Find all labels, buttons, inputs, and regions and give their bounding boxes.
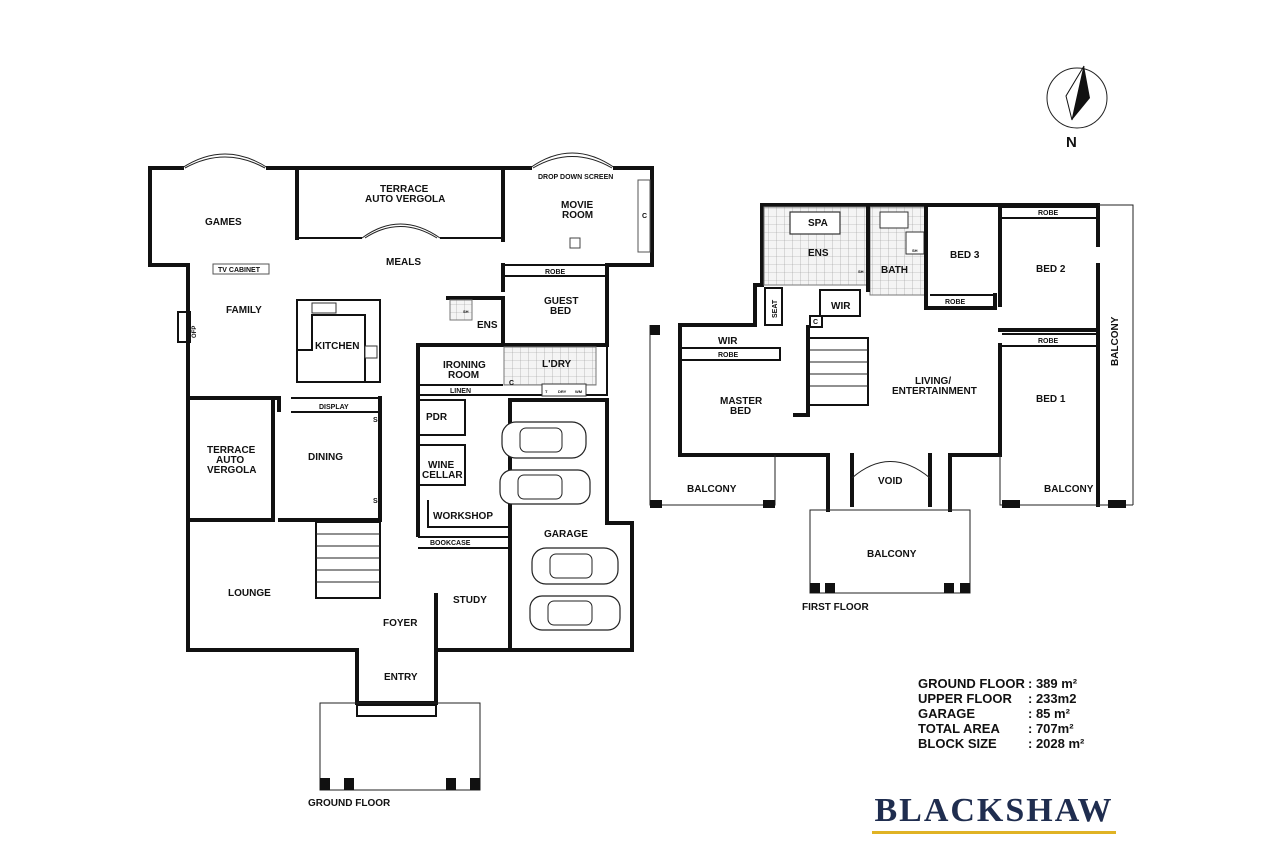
room-label-balcony-front: BALCONY [867, 549, 917, 560]
first-floor-title: FIRST FLOOR [802, 602, 869, 613]
room-label-bed-2: BED 2 [1036, 264, 1066, 275]
room-label-garage: GARAGE [544, 529, 588, 540]
label-cupboard-laundry: C [509, 380, 514, 387]
label-tub: T [545, 389, 548, 394]
room-label-powder: PDR [426, 412, 448, 423]
brand-underline [872, 831, 1116, 834]
label-robe-master: ROBE [718, 352, 739, 359]
label-linen: LINEN [450, 388, 471, 395]
label-cupboard-movie: C [642, 213, 647, 220]
area-row: BLOCK SIZE : 2028 m² [918, 736, 1084, 751]
room-label-wir-small: WIR [831, 301, 851, 312]
room-label-meals: MEALS [386, 257, 421, 268]
label-robe-bed-1: ROBE [1038, 338, 1059, 345]
room-label-lounge: LOUNGE [228, 588, 271, 599]
room-label-wir-master: WIR [718, 336, 738, 347]
room-label-workshop: WORKSHOP [433, 511, 493, 522]
room-label-laundry: L'DRY [542, 359, 572, 370]
label-seat: SEAT [772, 299, 779, 318]
room-label-ironing-room: ROOM [448, 370, 479, 381]
area-label: UPPER FLOOR [918, 691, 1012, 706]
car-icon [531, 547, 619, 585]
room-label-balcony-side: BALCONY [1110, 316, 1121, 366]
label-dryer: DRY [558, 389, 567, 394]
area-value: : 707m² [1028, 721, 1074, 736]
car-icon [501, 421, 587, 459]
area-row: UPPER FLOOR : 233m2 [918, 691, 1084, 706]
area-schedule: GROUND FLOOR: 389 m² UPPER FLOOR : 233m2… [918, 676, 1084, 751]
room-label-ensuite-master: ENS [808, 248, 829, 259]
label-washing-machine: WM [575, 389, 583, 394]
label-storage-1: S [373, 417, 378, 424]
first-floor-labels: SPA ENS SH BATH SH BED 3 ROBE ROBE BED 2… [687, 210, 1121, 613]
room-label-games: GAMES [205, 217, 242, 228]
label-shower-guest: SH [463, 309, 469, 314]
label-robe-bed-2: ROBE [1038, 210, 1059, 217]
area-row: GARAGE : 85 m² [918, 706, 1084, 721]
area-value: : 2028 m² [1028, 736, 1085, 751]
label-bookcase: BOOKCASE [430, 540, 471, 547]
room-label-guest-bed: BED [550, 306, 571, 317]
room-label-guest: GUEST [544, 296, 578, 307]
room-label-void: VOID [878, 476, 902, 487]
room-label-dining: DINING [308, 452, 343, 463]
room-label-terrace-left: TERRACE [207, 445, 256, 456]
area-label: BLOCK SIZE [918, 736, 997, 751]
room-label-balcony-master: BALCONY [687, 484, 737, 495]
area-label: TOTAL AREA [918, 721, 1000, 736]
ground-floor-labels: GAMES TERRACE AUTO VERGOLA DROP DOWN SCR… [192, 174, 647, 809]
room-label-master: MASTER [720, 396, 763, 407]
room-label-kitchen: KITCHEN [315, 341, 359, 352]
room-label-bed-3: BED 3 [950, 250, 980, 261]
room-label-ensuite-guest: ENS [477, 320, 498, 331]
label-spa: SPA [808, 218, 828, 229]
label-shower-bath: SH [912, 248, 918, 253]
room-label-study: STUDY [453, 595, 487, 606]
label-robe-bed-3: ROBE [945, 299, 966, 306]
room-label-balcony-bed-1: BALCONY [1044, 484, 1094, 495]
compass-north-label: N [1066, 134, 1077, 151]
room-label-auto-vergola: AUTO VERGOLA [365, 194, 445, 205]
label-cupboard-first: C [813, 319, 818, 326]
room-label-living: LIVING/ [915, 376, 951, 387]
area-value: : 389 m² [1028, 676, 1078, 691]
first-floor-plan [649, 203, 1134, 594]
room-label-movie: MOVIE [561, 200, 594, 211]
area-label: GARAGE [918, 706, 976, 721]
room-label-bed-1: BED 1 [1036, 394, 1066, 405]
label-ofp: OFP [192, 326, 198, 338]
room-label-foyer: FOYER [383, 618, 418, 629]
label-display: DISPLAY [319, 404, 349, 411]
area-label: GROUND FLOOR [918, 676, 1025, 691]
north-compass-icon: N [1046, 65, 1108, 151]
car-icon [499, 469, 591, 505]
room-label-entertainment: ENTERTAINMENT [892, 386, 977, 397]
room-label-family: FAMILY [226, 305, 262, 316]
room-label-ironing: IRONING [443, 360, 486, 371]
area-value: : 85 m² [1028, 706, 1070, 721]
room-label-movie-room: ROOM [562, 210, 593, 221]
room-label-master-bed: BED [730, 406, 751, 417]
area-value: : 233m2 [1028, 691, 1077, 706]
ground-floor-title: GROUND FLOOR [308, 798, 391, 809]
label-drop-down-screen: DROP DOWN SCREEN [538, 174, 613, 181]
room-label-terrace-left-vergola: VERGOLA [207, 465, 256, 476]
ground-floor-plan [148, 152, 654, 791]
room-label-terrace-left-auto: AUTO [216, 455, 244, 466]
room-label-wine-cellar: CELLAR [422, 470, 463, 481]
label-shower-ensuite: SH [858, 269, 864, 274]
brand-logo: BLACKSHAW [874, 792, 1114, 829]
room-label-bath: BATH [881, 265, 908, 276]
room-label-wine: WINE [428, 460, 454, 471]
area-row: GROUND FLOOR: 389 m² [918, 676, 1084, 691]
room-label-terrace: TERRACE [380, 184, 429, 195]
label-robe-guest: ROBE [545, 269, 566, 276]
area-row: TOTAL AREA : 707m² [918, 721, 1084, 736]
label-storage-2: S [373, 498, 378, 505]
car-icon [529, 595, 621, 631]
label-tv-cabinet: TV CABINET [218, 267, 261, 274]
room-label-entry: ENTRY [384, 672, 418, 683]
